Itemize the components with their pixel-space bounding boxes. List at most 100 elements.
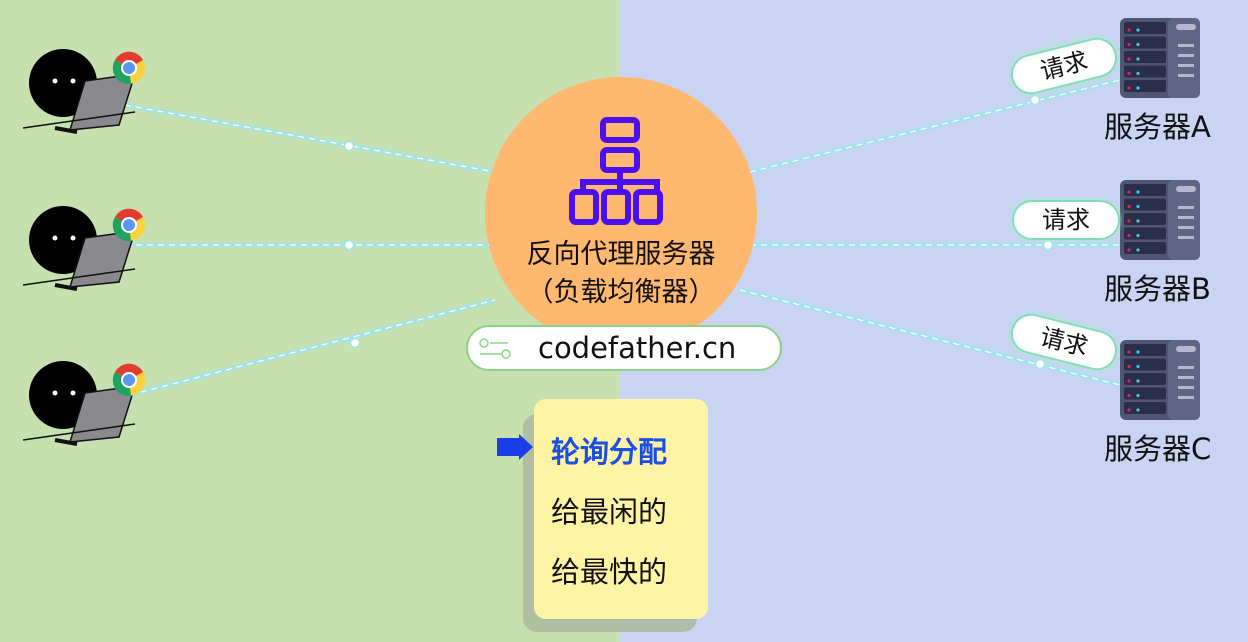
sliders-icon <box>479 338 511 359</box>
chrome-icon <box>112 208 145 242</box>
chrome-icon <box>112 51 145 85</box>
status-led-cyan <box>1136 204 1140 209</box>
rack-vent <box>1178 366 1194 369</box>
connector-dot <box>343 140 355 152</box>
chrome-green <box>112 217 131 242</box>
status-led-red <box>1127 219 1131 223</box>
status-led-red <box>1127 350 1131 354</box>
status-led-red <box>1127 393 1131 398</box>
rack-side <box>1168 340 1200 420</box>
connector-dot <box>1042 239 1054 251</box>
rack-vent <box>1176 346 1196 352</box>
user-eye <box>70 390 76 396</box>
status-led-cyan <box>1136 190 1140 194</box>
status-led-red <box>1127 233 1131 238</box>
status-led-red <box>1127 71 1131 76</box>
rack-side <box>1168 18 1200 98</box>
user-eye <box>52 78 58 84</box>
rack-vent <box>1178 74 1194 77</box>
strategy-fastest: 给最快的 <box>551 555 668 589</box>
status-led-red <box>1127 57 1131 61</box>
rack-vent <box>1178 396 1194 399</box>
chrome-icon <box>112 363 145 397</box>
status-led-red <box>1127 248 1131 252</box>
strategy-round-robin: 轮询分配 <box>551 435 668 469</box>
status-led-cyan <box>1136 393 1140 398</box>
client-user-2 <box>22 206 145 291</box>
connector-dot <box>1034 358 1046 370</box>
status-led-cyan <box>1136 233 1140 238</box>
icon-top-node <box>600 117 640 143</box>
chrome-green <box>112 372 131 397</box>
proxy-label-line1: 反向代理服务器 <box>526 239 716 270</box>
rack-vent <box>1178 216 1194 219</box>
status-led-cyan <box>1136 57 1140 61</box>
status-led-cyan <box>1136 42 1140 47</box>
arrow-pointer-icon <box>497 434 533 460</box>
server-a-label: 服务器A <box>1104 110 1211 144</box>
rack-vent <box>1178 386 1194 389</box>
proxy-label: 反向代理服务器 （负载均衡器） <box>490 236 752 312</box>
server-unit <box>1124 344 1166 356</box>
server-rack-icon-a <box>1120 18 1200 98</box>
server-unit <box>1124 22 1166 34</box>
chrome-red <box>115 363 143 380</box>
laptop-stand <box>54 283 78 291</box>
laptop-stand <box>54 438 78 446</box>
status-led-cyan <box>1136 408 1140 412</box>
server-unit <box>1124 36 1166 49</box>
user-eye <box>52 235 58 241</box>
chrome-center <box>121 217 137 233</box>
status-led-cyan <box>1136 379 1140 383</box>
request-tag-b: 请求 <box>1012 200 1120 240</box>
client-user-3 <box>22 361 145 446</box>
network-hierarchy-icon <box>569 117 663 225</box>
status-led-cyan <box>1136 364 1140 369</box>
strategy-least-busy: 给最闲的 <box>551 495 668 529</box>
domain-text: codefather.cn <box>538 331 737 365</box>
laptop-base <box>22 268 136 286</box>
server-unit <box>1124 198 1166 211</box>
server-unit <box>1124 80 1166 92</box>
status-led-red <box>1127 379 1131 383</box>
status-led-red <box>1127 86 1131 90</box>
status-led-cyan <box>1136 71 1140 76</box>
rack-vent <box>1176 186 1196 192</box>
server-unit <box>1124 242 1166 254</box>
rack-vent <box>1178 226 1194 229</box>
server-unit <box>1124 373 1166 385</box>
status-led-red <box>1127 364 1131 369</box>
strategy-card: 轮询分配 给最闲的 给最快的 <box>534 399 708 619</box>
status-led-cyan <box>1136 28 1140 32</box>
status-led-red <box>1127 42 1131 47</box>
icon-leaf-node <box>633 189 663 225</box>
status-led-cyan <box>1136 248 1140 252</box>
server-unit <box>1124 227 1166 240</box>
server-b-label: 服务器B <box>1104 272 1211 306</box>
status-led-red <box>1127 204 1131 209</box>
domain-pill[interactable]: codefather.cn <box>466 325 782 371</box>
server-rack-icon-b <box>1120 180 1200 260</box>
chrome-red <box>115 208 143 225</box>
proxy-label-line2: （负载均衡器） <box>526 277 716 308</box>
icon-leaf-node <box>601 189 631 225</box>
server-unit <box>1124 387 1166 400</box>
chrome-center <box>121 372 137 388</box>
server-unit <box>1124 402 1166 414</box>
laptop-stand <box>54 126 78 134</box>
connector-dot <box>349 337 361 349</box>
connector-dash <box>124 104 496 173</box>
status-led-red <box>1127 28 1131 32</box>
laptop-base <box>22 111 136 129</box>
user-eye <box>52 390 58 396</box>
rack-vent <box>1178 206 1194 209</box>
server-c-label: 服务器C <box>1104 432 1212 466</box>
client-user-1 <box>22 49 145 134</box>
icon-leaf-node <box>569 189 599 225</box>
rack-vent <box>1176 24 1196 30</box>
rack-vent <box>1178 44 1194 47</box>
chrome-center <box>121 60 137 76</box>
server-rack-icon-c <box>1120 340 1200 420</box>
connector-line <box>739 287 1121 388</box>
